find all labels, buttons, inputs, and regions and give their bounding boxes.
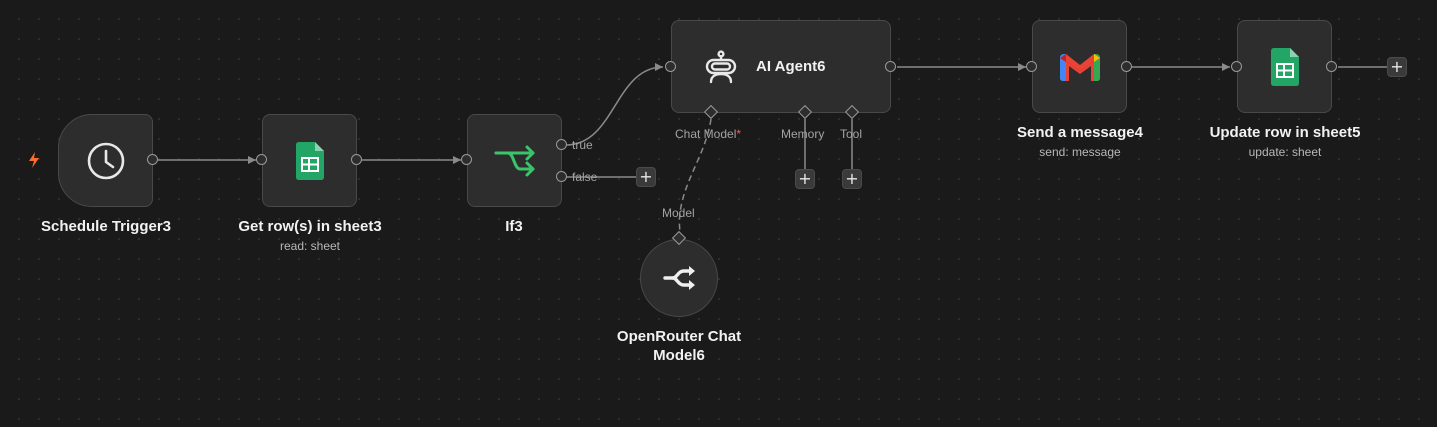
edge-if-true-to-agent [565,66,664,146]
if-title: If3 [505,218,523,235]
update-row-subtitle: update: sheet [1248,145,1322,159]
memory-label: Memory [781,127,825,141]
add-after-update-button[interactable]: + [1387,57,1407,77]
if-true-handle[interactable] [556,139,567,150]
openrouter-title: OpenRouter Chat Model6 [616,328,742,364]
chat-model-label: Chat Model* [675,127,742,141]
get-rows-output-handle[interactable] [351,154,362,165]
ai-agent-node[interactable]: AI Agent6 [671,20,891,113]
add-memory-button[interactable]: + [795,169,815,189]
openrouter-icon [663,266,695,290]
get-rows-node[interactable] [262,114,357,207]
update-row-node[interactable] [1237,20,1332,113]
update-row-input-handle[interactable] [1231,61,1242,72]
tool-label: Tool [840,127,863,141]
if-node[interactable] [467,114,562,207]
if-false-add-button[interactable]: + [636,167,656,187]
branch-icon [494,145,534,176]
send-message-title: Send a message4 [1017,124,1143,141]
schedule-output-handle[interactable] [147,154,158,165]
google-sheets-icon [295,141,324,180]
update-row-title: Update row in sheet5 [1209,124,1361,141]
clock-icon [87,142,124,179]
send-message-output-handle[interactable] [1121,61,1132,72]
get-rows-title: Get row(s) in sheet3 [238,218,382,235]
google-sheets-icon [1270,47,1299,86]
ai-agent-input-handle[interactable] [665,61,676,72]
get-rows-subtitle: read: sheet [279,239,341,253]
update-row-output-handle[interactable] [1326,61,1337,72]
ai-agent-output-handle[interactable] [885,61,896,72]
send-message-node[interactable] [1032,20,1127,113]
send-message-input-handle[interactable] [1026,61,1037,72]
add-tool-button[interactable]: + [842,169,862,189]
model-input-label: Model [662,206,695,220]
robot-icon [705,49,737,83]
gmail-icon [1059,53,1100,81]
if-false-label: false [572,170,598,184]
if-true-label: true [572,138,593,152]
schedule-trigger-node[interactable] [58,114,153,207]
if-input-handle[interactable] [461,154,472,165]
openrouter-node[interactable] [640,239,718,317]
trigger-bolt-icon [29,152,39,168]
get-rows-input-handle[interactable] [256,154,267,165]
schedule-trigger-title: Schedule Trigger3 [40,218,172,235]
ai-agent-title: AI Agent6 [756,58,826,75]
required-mark: * [736,127,742,141]
send-message-subtitle: send: message [1039,145,1121,159]
if-false-handle[interactable] [556,171,567,182]
